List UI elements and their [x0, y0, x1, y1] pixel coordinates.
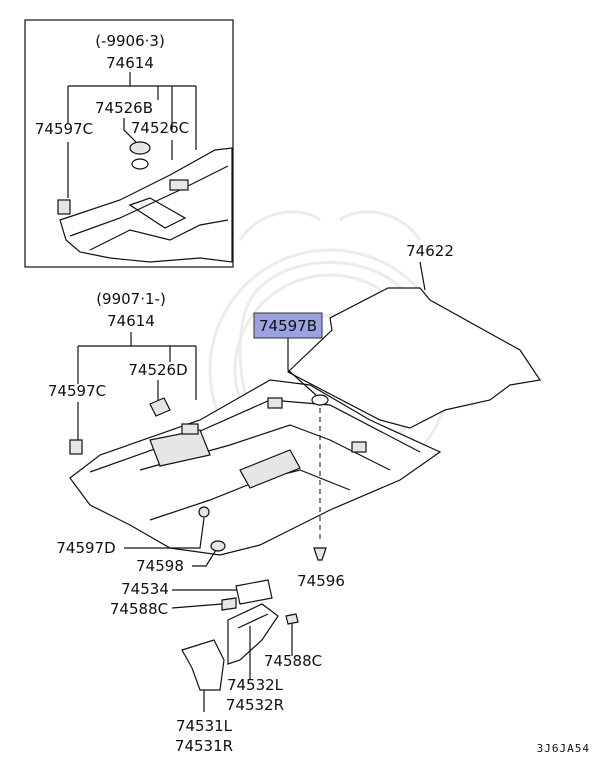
- main-label-74532R: 74532R: [226, 696, 284, 714]
- main-bracket: [181, 423, 199, 435]
- inset-date-range: (-9906·3): [95, 32, 165, 50]
- main-label-74531L: 74531L: [176, 717, 233, 735]
- rear-floor-mat-74622: [286, 287, 542, 429]
- side-bracket: [351, 441, 367, 453]
- bolt-74588C-left-part: [221, 597, 237, 611]
- main-label-74597C: 74597C: [48, 382, 106, 400]
- main-label-74597B[interactable]: 74597B: [259, 317, 317, 335]
- inset-box: (-9906·3) 74614 74526B 74526C 74597C: [24, 19, 234, 268]
- inset-label-74614: 74614: [106, 54, 154, 72]
- clip-74526D-part: [149, 397, 171, 417]
- clip-74526B-part: [129, 141, 151, 155]
- plug-74598-part: [210, 540, 226, 552]
- main-label-74614: 74614: [107, 312, 155, 330]
- inset-bracket: [169, 179, 189, 191]
- main-date-range: (9907·1-): [96, 290, 166, 308]
- plate-74531-part: [181, 639, 225, 691]
- main-label-74531R: 74531R: [175, 737, 233, 755]
- inset-label-74526B: 74526B: [95, 99, 153, 117]
- rear-bracket: [267, 397, 283, 409]
- clip-74597C-part: [69, 439, 83, 455]
- grommet-74526C-part: [131, 158, 149, 170]
- inset-label-74597C: 74597C: [35, 120, 93, 138]
- main-label-74597D: 74597D: [56, 539, 115, 557]
- main-label-74588C-left: 74588C: [110, 600, 168, 618]
- fastener-74597B-part: [311, 394, 329, 406]
- tunnel-rear: [239, 449, 301, 489]
- main-label-74596: 74596: [297, 572, 345, 590]
- clip-74597C-inset-part: [57, 199, 71, 215]
- diagram-code: 3J6JA54: [537, 742, 590, 755]
- clip-74597D-part: [198, 506, 210, 518]
- plate-74532-part: [227, 603, 279, 665]
- main-label-74588C-right: 74588C: [264, 652, 322, 670]
- main-label-74526D: 74526D: [128, 361, 187, 379]
- main-label-74534: 74534: [121, 580, 169, 598]
- main-label-74622: 74622: [406, 242, 454, 260]
- main-label-74532L: 74532L: [227, 676, 284, 694]
- clip-74596-part: [313, 547, 327, 561]
- inset-label-74526C: 74526C: [131, 119, 189, 137]
- main-label-74598: 74598: [136, 557, 184, 575]
- bracket-74534-part: [235, 579, 273, 605]
- bolt-74588C-right-part: [285, 613, 299, 625]
- inset-floor-pan: [59, 147, 233, 263]
